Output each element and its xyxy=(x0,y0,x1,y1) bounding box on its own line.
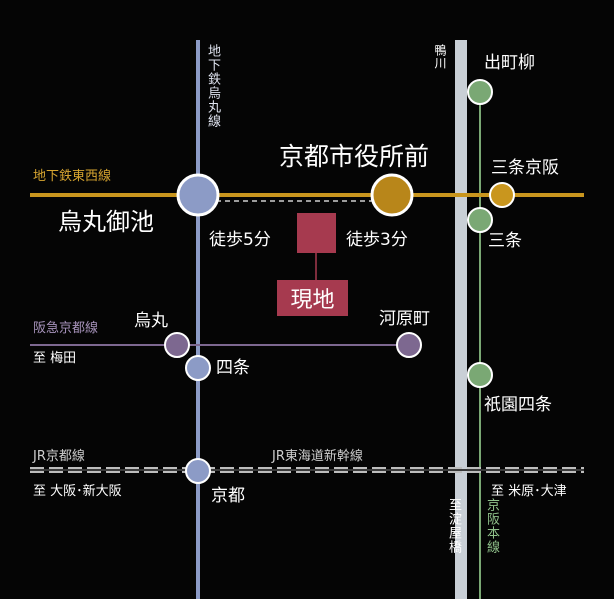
station-gion-shijo xyxy=(467,362,493,388)
karasuma-oike-label: 烏丸御池 xyxy=(58,208,154,236)
shijo-label: 四条 xyxy=(216,358,250,378)
gion-shijo-label: 祇園四条 xyxy=(484,395,552,415)
hankyu-direction: 至 梅田 xyxy=(33,351,77,366)
site-marker xyxy=(297,213,336,253)
sanjo-label: 三条 xyxy=(488,231,522,251)
yodoyabashi-direction: 至淀屋橋 xyxy=(446,498,461,554)
walk-east-label: 徒歩3分 xyxy=(346,230,408,250)
shiyakusho-mae-label: 京都市役所前 xyxy=(279,142,430,171)
kyoto-label: 京都 xyxy=(211,486,245,506)
station-shijo xyxy=(185,355,211,381)
station-karasuma-oike xyxy=(176,173,220,217)
walk-west-label: 徒歩5分 xyxy=(209,230,271,250)
station-demachiyanagi xyxy=(467,79,493,105)
jr-east-direction: 至 米原･大津 xyxy=(491,484,567,499)
station-kyoto xyxy=(185,458,211,484)
kamo-river xyxy=(455,40,467,599)
jr-kyoto-line-label: JR京都線 xyxy=(33,449,85,464)
jr-kyoto-direction: 至 大阪･新大阪 xyxy=(33,484,122,499)
keihan-line-label: 京阪本線 xyxy=(484,498,499,554)
station-sanjo xyxy=(467,207,493,233)
kawaramachi-label: 河原町 xyxy=(379,309,430,329)
tozai-line-label: 地下鉄東西線 xyxy=(33,169,112,184)
station-kawaramachi xyxy=(396,332,422,358)
hankyu-line-label: 阪急京都線 xyxy=(33,321,99,336)
tokaido-shinkansen-label: JR東海道新幹線 xyxy=(272,449,363,464)
station-karasuma xyxy=(164,332,190,358)
station-shiyakusho-mae xyxy=(370,173,414,217)
sanjo-keihan-label: 三条京阪 xyxy=(491,158,559,178)
karasuma-label: 烏丸 xyxy=(134,311,168,331)
karasuma-line-label: 地下鉄烏丸線 xyxy=(205,44,220,128)
station-sanjo-keihan xyxy=(489,182,515,208)
kamo-river-label: 鴨川 xyxy=(433,44,447,70)
demachiyanagi-label: 出町柳 xyxy=(484,53,535,73)
site-label: 現地 xyxy=(277,280,348,316)
